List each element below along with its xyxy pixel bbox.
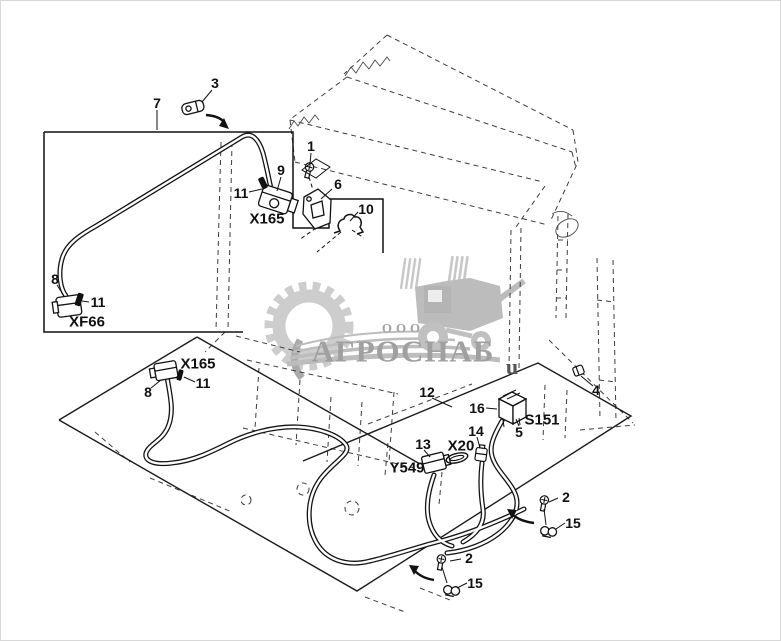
connector-x165-lower xyxy=(148,360,184,382)
clamp-3 xyxy=(181,99,205,116)
callout-label-10: 10 xyxy=(358,201,374,217)
watermark-brand-text: АГРОСНАБ xyxy=(311,333,495,369)
cable-upper xyxy=(57,132,276,299)
callout-label-11: 11 xyxy=(195,375,211,391)
watermark-ooo-text: ООО xyxy=(381,320,425,336)
cable-tie-x165-upper xyxy=(258,176,268,190)
clip-15-lower xyxy=(442,582,462,600)
callout-label-11: 11 xyxy=(233,185,249,201)
callout-label-15: 15 xyxy=(565,515,581,531)
connector-s151 xyxy=(497,389,528,428)
callout-label-5: 5 xyxy=(515,424,523,440)
combine-harvester-icon xyxy=(399,256,526,352)
inset-box xyxy=(43,131,384,333)
callout-label-1: 1 xyxy=(307,138,315,154)
callout-label-14: 14 xyxy=(468,423,484,439)
connector-x165-upper xyxy=(257,176,300,215)
callout-label-8: 8 xyxy=(144,384,152,400)
clip-10 xyxy=(333,213,365,235)
floor-panel-outline xyxy=(58,336,633,592)
bracket-6 xyxy=(302,188,332,230)
connector-y549 xyxy=(420,451,469,474)
leader-lines xyxy=(56,89,594,589)
clip-4 xyxy=(572,364,585,377)
roof-torn-edges xyxy=(288,56,579,238)
connector-code-label-X165: X165 xyxy=(180,355,216,373)
callout-label-8: 8 xyxy=(51,271,59,287)
callout-label-2: 2 xyxy=(562,489,570,505)
callout-label-6: 6 xyxy=(334,176,342,192)
callout-label-11: 11 xyxy=(90,294,106,310)
clip-15-upper xyxy=(539,523,559,541)
cable-tie-x165-lower xyxy=(176,369,184,381)
connector-x20-ring xyxy=(445,452,469,464)
arrowheads xyxy=(219,118,517,575)
connector-code-label-XF66: XF66 xyxy=(69,313,105,331)
callout-label-12: 12 xyxy=(419,384,435,400)
connector-code-label-X165: X165 xyxy=(249,210,285,228)
connector-code-label-X20: X20 xyxy=(447,437,475,455)
dashed-leaders xyxy=(298,176,365,253)
cable-trunk xyxy=(143,374,527,566)
callout-frame-1 xyxy=(301,158,331,179)
callout-label-9: 9 xyxy=(277,162,285,178)
cable-tie-xf66 xyxy=(74,292,84,307)
connector-xf66 xyxy=(51,292,84,318)
callout-label-16: 16 xyxy=(469,400,485,416)
callout-label-7: 7 xyxy=(153,95,161,111)
watermark-logo xyxy=(264,256,526,381)
watermark-stray-glyph: u xyxy=(505,354,519,379)
connector-14 xyxy=(474,444,488,463)
callout-label-13: 13 xyxy=(415,436,431,452)
callout-label-2: 2 xyxy=(465,550,473,566)
connector-code-label-Y549: Y549 xyxy=(389,459,425,477)
callout-label-3: 3 xyxy=(211,75,219,91)
screw-2-lower xyxy=(434,553,447,572)
connector-code-label-S151: S151 xyxy=(524,411,560,429)
cab-ghost-outline xyxy=(94,34,636,613)
harness-cables xyxy=(57,132,527,566)
callout-label-15: 15 xyxy=(467,575,483,591)
callout-label-4: 4 xyxy=(592,382,600,398)
